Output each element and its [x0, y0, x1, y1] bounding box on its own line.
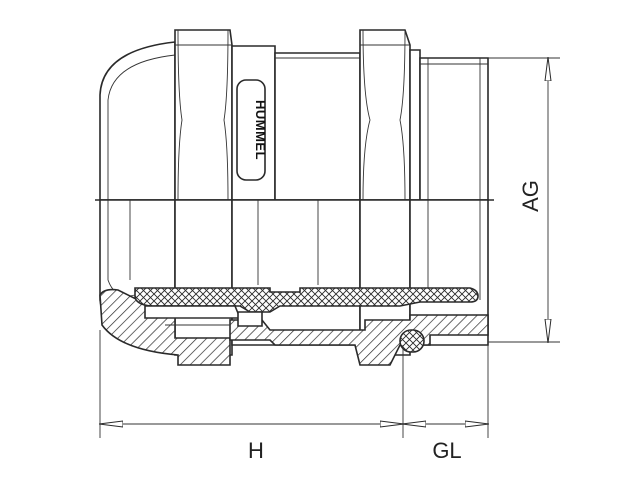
- hummel-logo-text: HUMMEL: [253, 100, 268, 160]
- h-label: H: [248, 438, 264, 463]
- gl-label: GL: [432, 438, 461, 463]
- dimension-lines: H GL AG: [100, 58, 560, 463]
- ag-label: AG: [518, 180, 543, 212]
- exterior-view: HUMMEL: [99, 29, 489, 201]
- section-view: [99, 199, 489, 366]
